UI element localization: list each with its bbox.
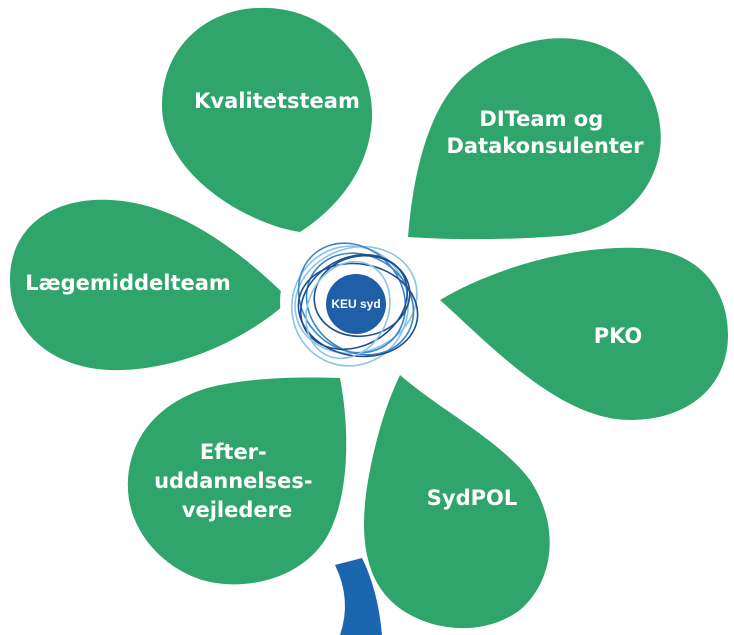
petal-shape [127, 377, 347, 585]
petal-label-laegemiddelteam: Lægemiddelteam [25, 271, 231, 295]
center-label: KEU syd [331, 297, 380, 311]
petal-label-kvalitetsteam: Kvalitetsteam [194, 89, 360, 113]
petal-shape [364, 375, 550, 629]
petal-efteruddannelse: Efter- uddannelses- vejledere [127, 377, 347, 585]
petal-pko: PKO [440, 247, 728, 420]
petal-shape [161, 7, 373, 233]
flower-stem [335, 558, 382, 635]
petal-shape [440, 247, 728, 420]
center-rings [291, 242, 419, 367]
flower-center: KEU syd [280, 226, 432, 378]
petal-label-pko: PKO [594, 324, 643, 348]
petal-label-diteam: DITeam og Datakonsulenter [446, 107, 644, 158]
petal-sydpol: SydPOL [364, 375, 550, 629]
petal-diteam: DITeam og Datakonsulenter [408, 38, 661, 240]
petal-shape [408, 38, 661, 240]
petal-kvalitetsteam: Kvalitetsteam [161, 7, 373, 233]
petal-label-sydpol: SydPOL [427, 486, 517, 510]
petal-label-efteruddannelse: Efter- uddannelses- vejledere [154, 440, 320, 522]
petal-laegemiddelteam: Lægemiddelteam [10, 199, 290, 371]
petal-shape [10, 199, 290, 371]
center-core [326, 274, 386, 334]
